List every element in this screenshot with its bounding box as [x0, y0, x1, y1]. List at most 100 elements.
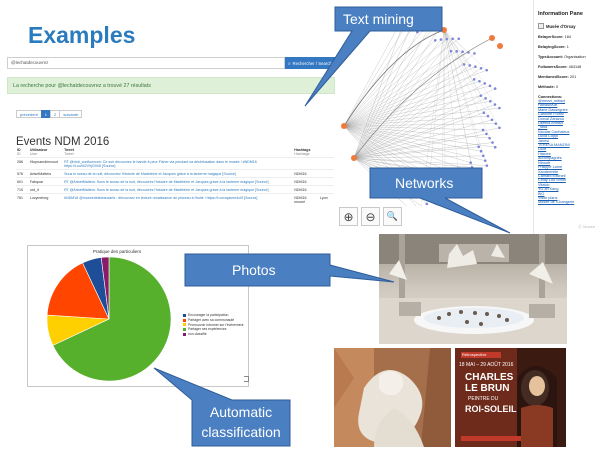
network-node [481, 128, 485, 132]
connection-link[interactable]: Vitaldo [538, 182, 550, 187]
info-stat: BelayerScore: 184 [538, 35, 571, 39]
network-edge [343, 115, 488, 127]
connection-link[interactable]: _stud [538, 125, 548, 130]
network-node [462, 63, 466, 66]
connection-link[interactable]: Camard Mitchell [538, 173, 566, 178]
search-input[interactable]: @lechatdecouvrez [7, 57, 285, 69]
legend-swatch [183, 328, 186, 332]
connection-link[interactable]: Ninoufr [538, 160, 551, 165]
connection-link[interactable]: HandsAKar [538, 103, 558, 108]
network-node [483, 82, 487, 85]
connection-link[interactable]: Caroline Frontz [538, 112, 564, 117]
callout-networks: Networks [395, 175, 454, 191]
network-hub-node [497, 43, 503, 49]
connection-link[interactable]: Marie Dasseguire [538, 107, 568, 112]
network-edge [343, 29, 445, 127]
connection-link[interactable]: Philippe Lamé [538, 165, 563, 170]
info-stat: Méthode: 0 [538, 85, 559, 89]
network-hub-node [341, 123, 347, 129]
connection-link[interactable]: Nicolas Cachaleux [538, 129, 570, 134]
network-edge [343, 107, 500, 127]
connection-link[interactable]: @mezzi_mibact [538, 99, 566, 103]
callout-photos-shape [184, 253, 395, 287]
poster-title-3: ROI-SOLEIL [465, 404, 517, 414]
network-edge [353, 26, 441, 159]
network-node [485, 164, 489, 167]
poster-title-1: CHARLES [465, 372, 514, 383]
search-button[interactable]: ⌕ Rechercher / Search [285, 57, 335, 69]
legend-item: Partager avec sa communauté [183, 318, 243, 323]
connection-link[interactable]: Luce [538, 147, 547, 152]
connection-link[interactable]: Yu-Jin Kang [538, 187, 559, 192]
museum-crowd-image [379, 234, 567, 344]
connection-link[interactable]: TERESA MANZINI [538, 143, 570, 148]
network-edge [343, 26, 399, 127]
network-node [493, 103, 497, 106]
legend-item: Partager ses expériences [183, 327, 243, 332]
network-node [498, 106, 501, 110]
network-edge [343, 30, 423, 127]
table-row: 715 ord_it RT @ArtsetMatters: Sous le sc… [16, 185, 334, 194]
network-edge [443, 29, 479, 147]
network-node [474, 65, 477, 68]
connection-link[interactable]: Xandermilte [538, 169, 559, 174]
info-stat-value: Organisation [564, 55, 586, 59]
network-edge [443, 29, 475, 183]
connection-link[interactable]: Janesi [538, 138, 549, 143]
search-button-label: Rechercher / Search [292, 60, 332, 66]
network-edge [353, 32, 418, 159]
sculpture-image [334, 348, 451, 447]
callout-text-mining-shape [304, 6, 443, 107]
network-edge [343, 27, 435, 127]
avatar [538, 23, 544, 29]
connection-link[interactable]: Musée de l'Orangerie [538, 200, 575, 205]
legend-item: Promouvoir informer sur l'événement [183, 323, 243, 328]
legend-swatch [183, 318, 186, 322]
network-node [457, 37, 461, 41]
network-edge [343, 38, 459, 127]
connection-link[interactable]: Lucia Coppi [538, 134, 559, 139]
network-node [485, 68, 489, 72]
network-node [478, 79, 481, 83]
network-edge [353, 133, 487, 159]
network-hub-node [489, 35, 495, 41]
connection-link[interactable]: Visite plans [538, 195, 558, 200]
connection-link[interactable]: Laetitia Artifact [538, 121, 563, 126]
pager-next[interactable]: suivante [59, 110, 83, 118]
pie-slice [100, 256, 110, 320]
network-node [445, 37, 449, 41]
network-node [489, 99, 492, 103]
connection-link[interactable]: accompagnés [538, 156, 562, 161]
connections-label: Connections: [538, 95, 563, 99]
connection-link[interactable]: BiO [538, 191, 545, 196]
network-edge [343, 123, 496, 127]
info-stat-value: 0 [555, 85, 559, 89]
network-edge [353, 19, 414, 159]
connection-link[interactable]: Histoire [538, 151, 551, 156]
network-edge [343, 40, 436, 127]
legend-label: Partager avec sa communauté [188, 317, 235, 322]
network-edge [353, 119, 493, 159]
network-edge [443, 29, 460, 187]
network-node [483, 159, 487, 162]
poster-title-2: LE BRUN [465, 383, 510, 394]
info-entity-name: Musée d'Orsay [546, 23, 576, 29]
zoom-reset-button[interactable]: 🔍 [383, 207, 402, 226]
network-node [482, 111, 486, 115]
resize-handle[interactable] [244, 376, 249, 382]
network-edge [343, 69, 487, 127]
network-hub-node [351, 155, 357, 161]
connection-link[interactable]: Dorval Zarazou [538, 116, 564, 121]
zoom-out-button[interactable]: ⊖ [361, 207, 380, 226]
network-edge [443, 29, 470, 66]
poster-retro-label: Rétrospective [462, 352, 487, 357]
network-edge [443, 29, 500, 128]
info-stat-value: 201 [569, 75, 577, 79]
zoom-in-button[interactable]: ⊕ [339, 207, 358, 226]
connection-link[interactable]: Cindy Lou Smith [538, 178, 566, 183]
